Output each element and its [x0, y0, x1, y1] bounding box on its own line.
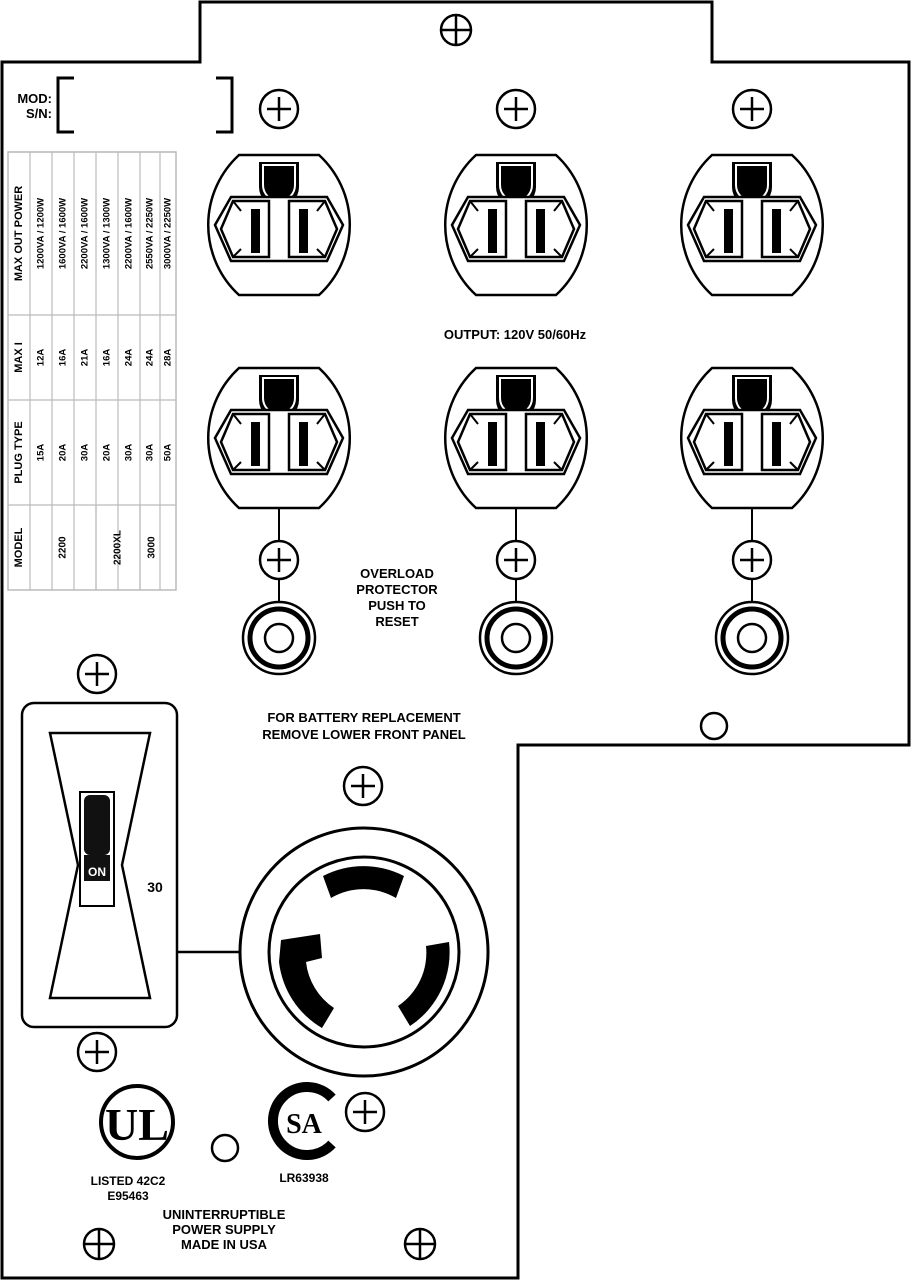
table-cell: 3000VA / 2250W [163, 198, 174, 269]
bottom-screw [403, 1227, 437, 1261]
table-cell: 30A [145, 444, 156, 462]
table-cell: 15A [36, 444, 47, 462]
ul-listing-line: E95463 [107, 1189, 149, 1203]
overload-line: RESET [375, 614, 418, 629]
outlet-receptacle [443, 153, 589, 297]
outlet-receptacle [679, 153, 825, 297]
reset-button[interactable] [480, 602, 552, 674]
table-cell: 1300VA / 1300W [102, 198, 113, 269]
table-cell: 24A [145, 349, 156, 367]
protector-screw [258, 539, 300, 581]
table-cell: 24A [124, 349, 135, 367]
table-cell: 12A [36, 349, 47, 367]
breaker-screw-top [76, 653, 118, 695]
outlet-screw [495, 88, 537, 130]
outlet-screw [731, 88, 773, 130]
mod-label: MOD: [17, 91, 52, 106]
overload-text: OVERLOAD PROTECTOR PUSH TO RESET [356, 566, 438, 629]
table-cell: 2550VA / 2250W [145, 198, 156, 269]
csa-logo: SA [267, 1082, 336, 1160]
table-cell: 20A [102, 444, 113, 462]
mounting-hole [699, 711, 729, 741]
reset-button[interactable] [716, 602, 788, 674]
table-cell: 50A [163, 444, 174, 462]
circuit-breaker: ON 30 [20, 701, 250, 1029]
table-cell-model: 2200XL [113, 530, 124, 565]
table-cell: 28A [163, 349, 174, 367]
breaker-rating: 30 [147, 879, 163, 895]
breaker-screw-bottom [76, 1031, 118, 1073]
ul-listing-line: LISTED 42C2 [91, 1174, 166, 1188]
table-cell: 1600VA / 1600W [58, 198, 69, 269]
reset-button[interactable] [243, 602, 315, 674]
csa-number: LR63938 [279, 1171, 329, 1185]
ul-logo: UL [99, 1084, 175, 1160]
bottom-screw [82, 1227, 116, 1261]
sn-label: S/N: [26, 106, 52, 121]
twist-lock-receptacle [238, 826, 490, 1078]
overload-line: PROTECTOR [356, 582, 438, 597]
table-cell: 30A [124, 444, 135, 462]
overload-line: PUSH TO [368, 598, 426, 613]
protector-screw [731, 539, 773, 581]
protector-screw [495, 539, 537, 581]
table-header: PLUG TYPE [13, 421, 25, 483]
spec-table: MODEL PLUG TYPE MAX I MAX OUT POWER 15A 12A 12… [7, 151, 177, 591]
table-cell-model: 3000 [147, 536, 158, 559]
outlet-receptacle [443, 366, 589, 510]
footer-line: MADE IN USA [181, 1237, 268, 1252]
inlet-screw-lower [344, 1091, 386, 1133]
table-cell: 20A [58, 444, 69, 462]
table-header: MAX OUT POWER [13, 186, 25, 281]
top-screw [439, 13, 473, 47]
table-cell: 2200VA / 1600W [80, 198, 91, 269]
outlet-receptacle [679, 366, 825, 510]
outlet-receptacle [206, 366, 352, 510]
output-label: OUTPUT: 120V 50/60Hz [444, 327, 587, 342]
table-cell: 16A [58, 349, 69, 367]
table-header: MODEL [13, 527, 25, 567]
overload-protectors [243, 508, 788, 674]
table-cell-model: 2200 [58, 536, 69, 559]
table-cell: 30A [80, 444, 91, 462]
table-cell: 1200VA / 1200W [36, 198, 47, 269]
outlet-receptacle [206, 153, 352, 297]
table-header: MAX I [13, 342, 25, 373]
inlet-screw [342, 765, 384, 807]
table-cell: 21A [80, 349, 91, 367]
battery-note-line: REMOVE LOWER FRONT PANEL [262, 727, 465, 742]
footer-line: UNINTERRUPTIBLE [163, 1207, 286, 1222]
footer-line: POWER SUPPLY [172, 1222, 276, 1237]
ul-mark: UL [105, 1099, 169, 1150]
serial-bracket [56, 76, 234, 134]
table-cell: 16A [102, 349, 113, 367]
outlet-screw [258, 88, 300, 130]
overload-line: OVERLOAD [360, 566, 434, 581]
table-cell: 2200VA / 1600W [124, 198, 135, 269]
battery-note-line: FOR BATTERY REPLACEMENT [267, 710, 460, 725]
csa-mark: SA [286, 1109, 323, 1140]
breaker-on-label: ON [88, 865, 106, 879]
mounting-hole [210, 1133, 240, 1163]
breaker-toggle[interactable] [84, 795, 110, 855]
